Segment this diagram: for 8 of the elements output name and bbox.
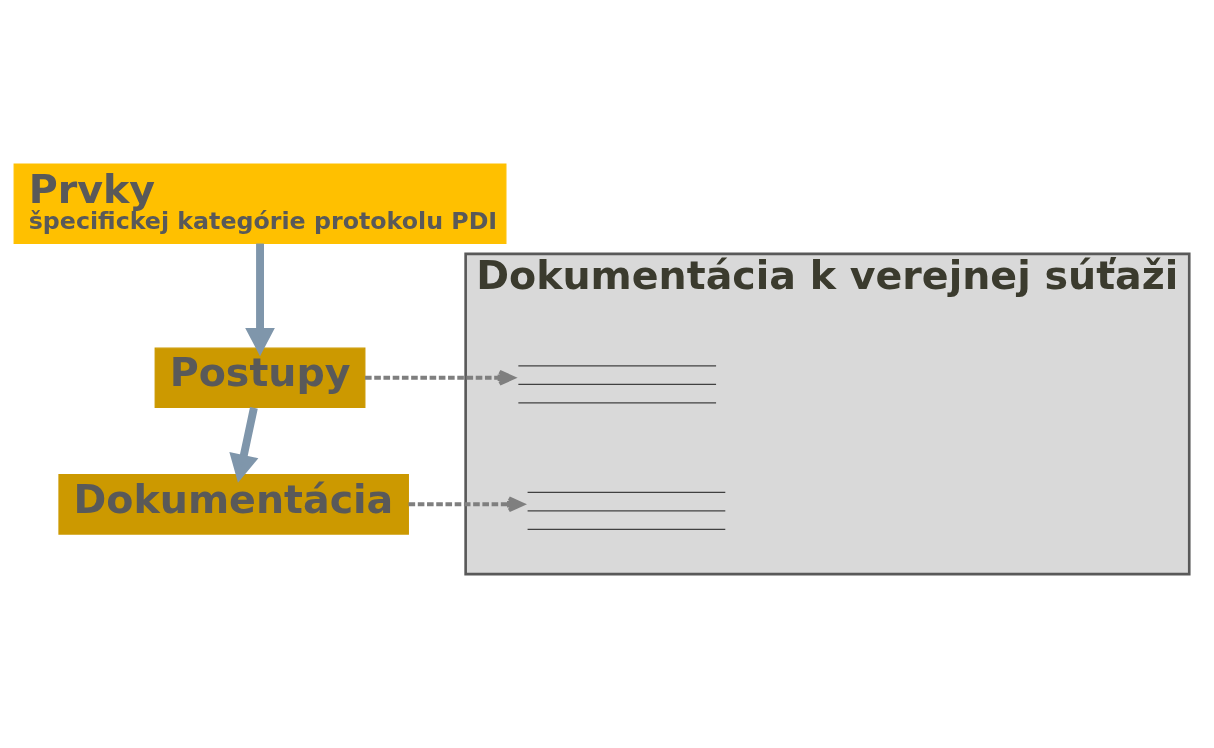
arrow bbox=[365, 369, 515, 386]
node-box: Postupy bbox=[154, 346, 366, 408]
arrow bbox=[245, 243, 275, 356]
cluster: Dokumentácia k verejnej súťaži bbox=[464, 252, 1191, 575]
node-box: Dokumentácia bbox=[58, 473, 409, 535]
arrow bbox=[408, 495, 525, 512]
node-box: Prvky špecifickej kategórie protokolu PDI bbox=[13, 163, 507, 244]
arrow bbox=[229, 406, 259, 483]
